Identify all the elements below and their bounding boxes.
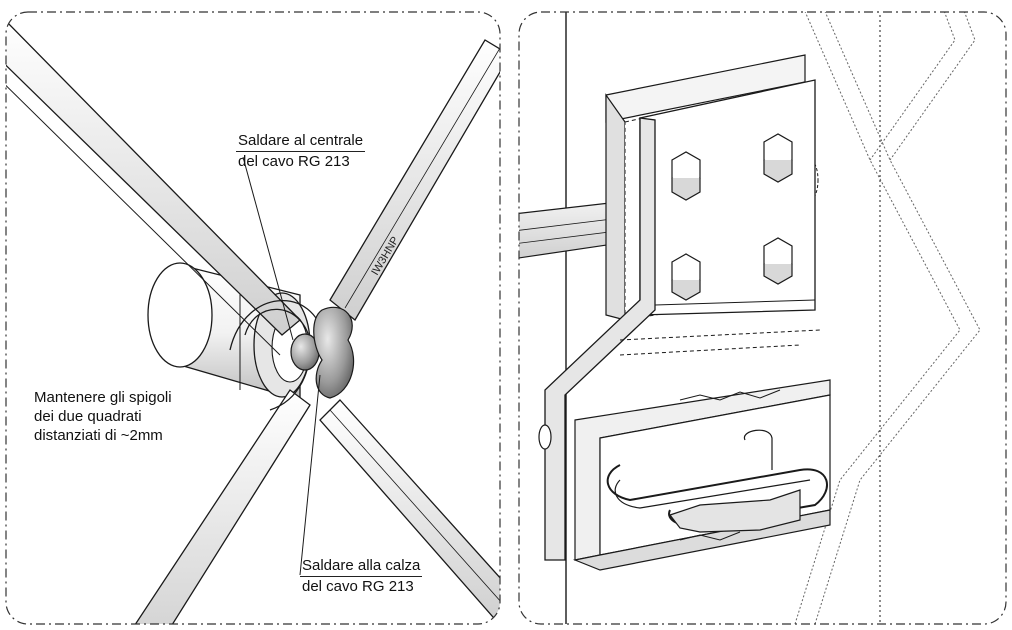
solder-shield-blob	[313, 306, 355, 399]
label-keep-spacing-line2: dei due quadrati	[34, 408, 142, 425]
leader-center	[242, 156, 294, 341]
label-keep-spacing-line3: distanziati di ~2mm	[34, 427, 163, 444]
label-solder-shield: Saldare alla calza del cavo RG 213	[300, 556, 423, 596]
bolt-bottom-left	[671, 253, 701, 301]
bolt-top-right	[763, 133, 793, 183]
right-panel-frame	[518, 11, 1007, 625]
hex-bolts	[671, 133, 793, 301]
label-solder-shield-line1: Saldare alla calza	[300, 556, 423, 577]
bolt-top-left	[671, 151, 701, 201]
label-solder-shield-line2: del cavo RG 213	[302, 578, 414, 595]
label-keep-spacing: Mantenere gli spigoli dei due quadrati d…	[34, 388, 172, 445]
right-panel-drawing	[519, 12, 981, 624]
left-panel-drawing	[6, 19, 500, 624]
mast-pole	[565, 12, 881, 624]
label-keep-spacing-line1: Mantenere gli spigoli	[34, 389, 172, 406]
label-solder-center-line2: del cavo RG 213	[238, 153, 350, 170]
bolt-bottom-right	[763, 237, 793, 285]
label-solder-center-line1: Saldare al centrale	[236, 131, 366, 152]
u-bolt-clamp	[538, 379, 831, 571]
left-panel-frame	[5, 11, 501, 625]
label-solder-center: Saldare al centrale del cavo RG 213	[236, 131, 366, 171]
antenna-element-dotted	[789, 12, 981, 624]
leader-shield	[299, 374, 321, 576]
